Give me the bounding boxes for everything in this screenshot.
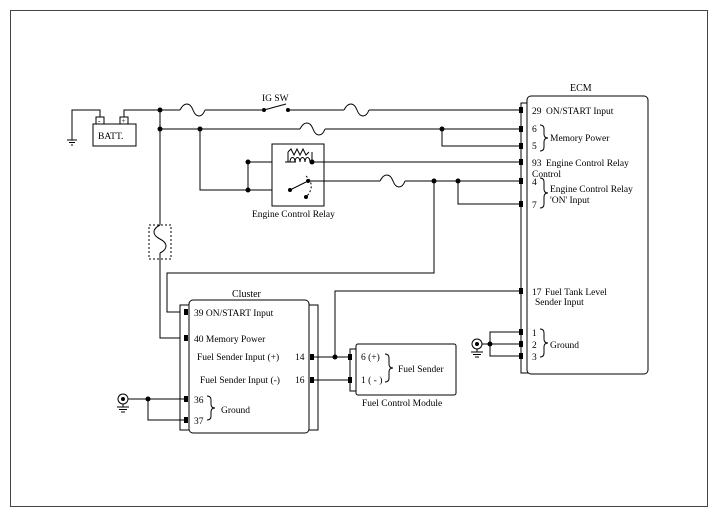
fuel-module-title: Fuel Control Module — [362, 399, 442, 409]
ground-brace-icon — [539, 328, 549, 358]
relay-resistor-icon — [287, 147, 310, 157]
ecm-fuel-tank-level-1: Fuel Tank Level — [545, 288, 607, 298]
memory-power-brace-icon — [539, 124, 549, 152]
ecm-pin4: 4 — [532, 178, 537, 188]
ecm-on-start-input: ON/START Input — [546, 107, 614, 117]
ecm-ground-icon — [471, 338, 483, 358]
cluster-memory-power: 40 Memory Power — [194, 335, 266, 345]
memory-fuse-icon — [299, 122, 326, 136]
ecm-pin2: 2 — [532, 341, 537, 351]
cluster-pin37: 37 — [194, 417, 204, 427]
fuel-module-fuel-sender: Fuel Sender — [398, 365, 444, 375]
battery: - + BATT. — [92, 116, 137, 147]
cluster-ground: Ground — [221, 406, 250, 416]
engine-control-relay: Engine Control Relay — [252, 143, 521, 220]
ecm-memory-power: Memory Power — [550, 134, 610, 144]
battery-ground-icon — [67, 139, 77, 146]
ecm-pin6: 6 — [532, 125, 537, 135]
ecm-pin7: 7 — [532, 201, 537, 211]
battery-neg-sign: - — [98, 117, 101, 125]
relay-label: Engine Control Relay — [252, 210, 335, 220]
fuel-sender-brace-icon — [384, 353, 394, 383]
cluster-title: Cluster — [232, 289, 262, 300]
fuel-module-pin6: 6 (+) — [361, 352, 380, 363]
ecm-title: ECM — [570, 83, 592, 94]
ecm-pin93: 93 — [532, 159, 542, 169]
ecm-pin1: 1 — [532, 329, 537, 339]
ecm-module: ECM 29 ON/START Input 6 5 Memory Power 9… — [519, 83, 649, 375]
fuel-control-module: 6 (+) 1 ( - ) Fuel Sender Fuel Control M… — [348, 343, 457, 409]
relay-on-brace-icon — [539, 177, 549, 209]
relay-coil-icon — [289, 157, 311, 163]
ecm-engine-control-relay-1: Engine Control Relay — [546, 159, 629, 169]
ecm-ground: Ground — [550, 341, 579, 351]
cluster-fuel-sender-neg: Fuel Sender Input (-) — [200, 375, 280, 386]
fuel-module-pin1: 1 ( - ) — [361, 375, 382, 386]
ecm-fuel-tank-level-2: Sender Input — [535, 298, 584, 308]
cluster-fuse-icon — [148, 224, 172, 260]
ecm-pin5: 5 — [532, 142, 537, 152]
ecm-engine-control-relay-2: Control — [532, 170, 561, 180]
ecm-pin3: 3 — [532, 353, 537, 363]
ecm-relay-on-input-2: 'ON' Input — [550, 196, 590, 206]
cluster-module: Cluster 39 ON/START Input 40 Memory Powe… — [179, 289, 319, 434]
cluster-on-start-input: 39 ON/START Input — [194, 309, 274, 319]
diagram-frame — [10, 10, 708, 507]
battery-pos-sign: + — [122, 117, 126, 125]
cluster-pin16: 16 — [295, 376, 305, 386]
ig-switch-label: IG SW — [262, 94, 289, 104]
ig-fuse-1-icon — [179, 103, 206, 117]
cluster-pin14: 14 — [295, 353, 305, 363]
ig-fuse-2-icon — [343, 103, 370, 117]
ig-switch: IG SW — [262, 94, 290, 112]
cluster-ground-icon — [117, 393, 129, 413]
cluster-ground-brace-icon — [206, 395, 216, 421]
cluster-fuel-sender-pos: Fuel Sender Input (+) — [197, 352, 279, 363]
battery-label: BATT. — [98, 132, 123, 142]
cluster-pin36: 36 — [194, 396, 204, 406]
ecm-pin17: 17 — [532, 288, 542, 298]
relay-output-fuse-icon — [379, 174, 406, 188]
ecm-pin29: 29 — [532, 107, 542, 117]
ecm-relay-on-input-1: Engine Control Relay — [550, 185, 633, 195]
